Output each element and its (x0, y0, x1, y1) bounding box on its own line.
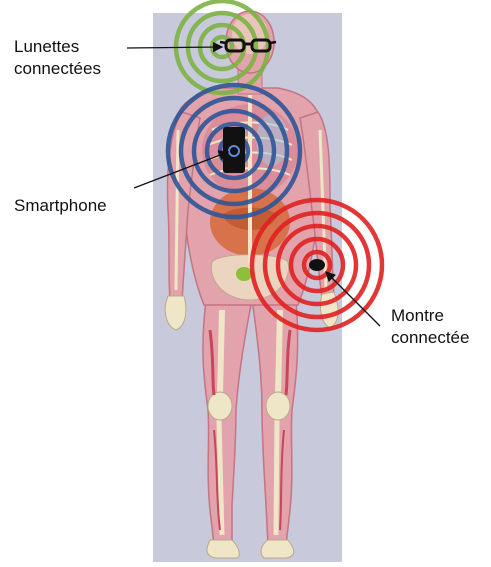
glasses-label-line-2: connectées (14, 58, 101, 80)
watch-icon (309, 259, 325, 271)
right-knee (266, 392, 290, 420)
smartphone-icon (223, 127, 245, 173)
watch-label-line-1: Montre (391, 305, 469, 327)
left-foot (207, 540, 239, 558)
smartphone-label: Smartphone (14, 195, 107, 217)
smartphone-label-text: Smartphone (14, 195, 107, 217)
glasses-label: Lunettes connectées (14, 36, 101, 80)
glasses-label-line-1: Lunettes (14, 36, 101, 58)
left-knee (208, 392, 232, 420)
watch-label: Montre connectée (391, 305, 469, 349)
watch-label-line-2: connectée (391, 327, 469, 349)
right-foot (261, 540, 294, 558)
